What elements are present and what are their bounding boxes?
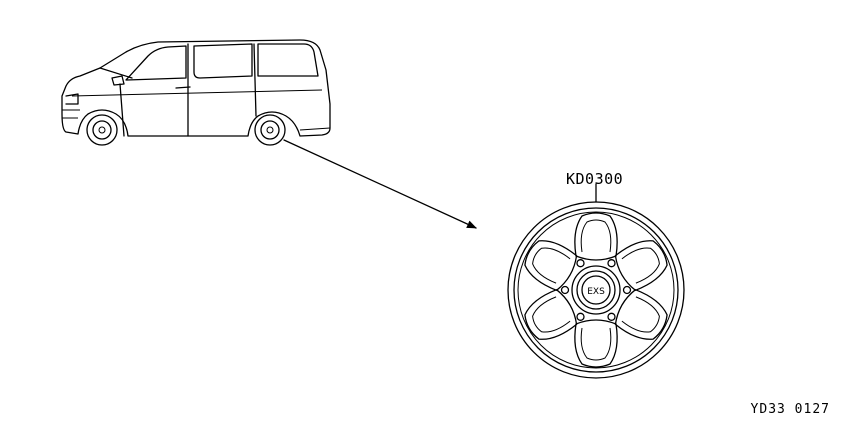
spoke-window [524,240,578,291]
lug-hole [576,312,585,321]
figure-code: YD33 0127 [750,402,830,417]
spoke-window [524,289,578,340]
lug-hole [576,259,585,268]
lug-hole [607,312,616,321]
lug-hole [607,259,616,268]
lug-hole [622,285,632,295]
callout-arrow [283,139,477,229]
spoke-window [614,240,668,291]
hub-badge: EXS [587,287,605,297]
minivan-illustration [61,39,331,146]
spoke-window [574,212,618,261]
wheel-detail: EXS [507,183,685,379]
part-number-label: KD0300 [566,170,624,188]
spoke-window [574,319,618,368]
lug-hole [560,285,570,295]
spoke-window [614,289,668,340]
